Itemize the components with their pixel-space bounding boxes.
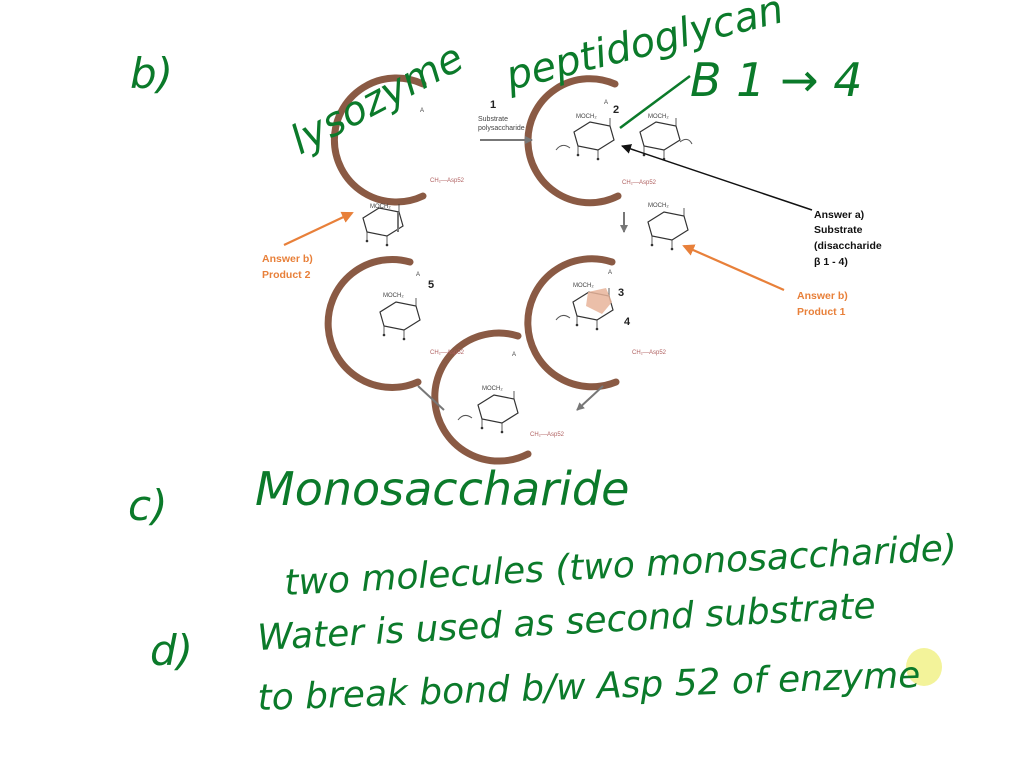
svg-text:MOCH₂: MOCH₂ bbox=[383, 293, 404, 299]
svg-text:Product 1: Product 1 bbox=[797, 306, 846, 318]
svg-text:(disaccharide: (disaccharide bbox=[814, 240, 882, 252]
svg-text:β 1 - 4): β 1 - 4) bbox=[814, 256, 848, 268]
handwritten-beta-bond: B 1 → 4 bbox=[690, 53, 863, 107]
answer-b-product1-label: Answer b) Product 1 bbox=[797, 290, 848, 318]
step-4-number: 4 bbox=[624, 316, 631, 328]
svg-text:A: A bbox=[416, 272, 420, 278]
handwritten-c-line1: Monosaccharide bbox=[255, 462, 629, 516]
svg-text:CH₂—Asp52: CH₂—Asp52 bbox=[622, 180, 657, 186]
answer-b-product2-pointer bbox=[283, 211, 354, 246]
handwritten-d-line2: to break bond b/w Asp 52 of enzyme bbox=[257, 655, 921, 719]
answer-b-product2-label: Answer b) Product 2 bbox=[262, 253, 313, 281]
svg-text:A: A bbox=[512, 352, 516, 358]
answer-b-product1-pointer bbox=[682, 244, 785, 292]
step-5-number: 5 bbox=[428, 279, 434, 291]
svg-text:CH₂—Asp52: CH₂—Asp52 bbox=[632, 350, 667, 356]
svg-text:MOCH₂: MOCH₂ bbox=[648, 203, 669, 209]
svg-text:CH₂—Asp52: CH₂—Asp52 bbox=[430, 178, 465, 184]
svg-text:Answer a): Answer a) bbox=[814, 209, 864, 221]
enzyme-arc-4 bbox=[524, 255, 620, 391]
enzyme-arc-3 bbox=[324, 255, 422, 391]
cycle-arrows bbox=[397, 136, 628, 411]
step-1-caption-2: polysaccharide bbox=[478, 125, 525, 132]
oxocarbenium-highlight bbox=[586, 288, 612, 314]
svg-text:CH₂—Asp52: CH₂—Asp52 bbox=[430, 350, 465, 356]
svg-text:MOCH₂: MOCH₂ bbox=[482, 386, 503, 392]
handwritten-d-label: d) bbox=[150, 626, 193, 675]
step-2-number: 2 bbox=[613, 104, 619, 116]
handwritten-c-label: c) bbox=[128, 481, 167, 530]
svg-text:Answer b): Answer b) bbox=[262, 253, 313, 265]
handwritten-lysozyme: lysozyme bbox=[283, 35, 471, 164]
chem-labels: MOCH₂ MOCH₂ MOCH₂ MOCH₂ MOCH₂ MOCH₂ MOCH… bbox=[370, 100, 669, 438]
step-1-caption: Substrate bbox=[478, 116, 508, 123]
svg-text:A: A bbox=[604, 100, 608, 106]
enzyme-arc-2 bbox=[524, 75, 622, 207]
svg-text:MOCH₂: MOCH₂ bbox=[576, 114, 597, 120]
beta-bond-pointer bbox=[619, 74, 691, 130]
handwritten-b-label: b) bbox=[130, 49, 173, 98]
svg-text:Substrate: Substrate bbox=[814, 224, 863, 236]
svg-text:Answer b): Answer b) bbox=[797, 290, 848, 302]
svg-text:CH₂—Asp52: CH₂—Asp52 bbox=[530, 432, 565, 438]
highlight-mark bbox=[906, 648, 942, 686]
step-3-number: 3 bbox=[618, 287, 624, 299]
svg-text:A: A bbox=[420, 108, 424, 114]
svg-text:Product 2: Product 2 bbox=[262, 269, 311, 281]
svg-text:MOCH₂: MOCH₂ bbox=[648, 114, 669, 120]
sugar-rings bbox=[362, 117, 693, 434]
enzyme-arc-1 bbox=[330, 74, 427, 206]
answer-a-pointer bbox=[621, 144, 813, 211]
svg-text:MOCH₂: MOCH₂ bbox=[370, 204, 391, 210]
answer-a-label: Answer a) Substrate (disaccharide β 1 - … bbox=[814, 209, 882, 268]
svg-text:A: A bbox=[608, 270, 612, 276]
step-1-number: 1 bbox=[490, 99, 496, 111]
svg-text:MOCH₂: MOCH₂ bbox=[573, 283, 594, 289]
